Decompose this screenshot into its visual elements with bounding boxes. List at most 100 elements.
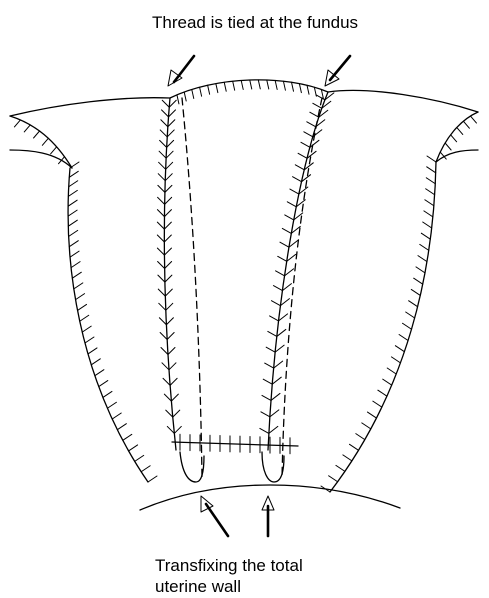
stitch-stroke — [310, 112, 319, 117]
hatch-stroke — [451, 135, 457, 142]
hatch-stroke — [51, 147, 57, 154]
left-posterior-suture-dashed — [182, 98, 202, 478]
hatch-stroke — [445, 143, 451, 150]
hatch-stroke — [68, 210, 77, 216]
hatch-stroke — [69, 181, 78, 187]
stitch-stroke — [158, 197, 165, 204]
stitch-stroke — [304, 132, 313, 137]
uterus-outline — [10, 80, 478, 116]
hatch-stroke — [135, 455, 144, 461]
hatch-stroke — [292, 82, 294, 91]
hatch-stroke — [88, 348, 97, 354]
hatch-stroke — [70, 251, 79, 257]
hatch-stroke — [463, 121, 469, 128]
stitch-stroke — [165, 289, 172, 296]
stitch-stroke — [165, 275, 172, 282]
hatch-stroke — [82, 326, 91, 332]
hatch-stroke — [349, 444, 358, 450]
stitch-stroke — [161, 120, 168, 127]
right-wall-hatching — [321, 156, 436, 492]
stitch-stroke — [158, 185, 165, 192]
stitch-stroke — [160, 140, 167, 147]
hatch-stroke — [68, 220, 77, 226]
stitch-stroke — [271, 393, 280, 400]
stitch-stroke — [170, 378, 177, 385]
hatch-stroke — [95, 370, 104, 376]
stitch-stroke — [295, 165, 304, 170]
hatch-stroke — [123, 434, 132, 440]
hatch-stroke — [343, 455, 352, 461]
hatch-stroke — [307, 85, 309, 94]
stitch-stroke — [165, 185, 172, 192]
hatch-stroke — [78, 304, 87, 310]
stitch-stroke — [160, 333, 167, 340]
hatch-stroke — [42, 138, 48, 145]
hatch-stroke — [336, 465, 345, 471]
left-tube-upper — [10, 116, 72, 168]
hatch-stroke — [70, 162, 79, 168]
hatch-stroke — [395, 346, 404, 352]
stitch-stroke — [159, 151, 166, 158]
transfixing-label-line2: uterine wall — [155, 576, 241, 597]
hatch-stroke — [383, 379, 392, 385]
hatch-stroke — [107, 402, 116, 408]
stitch-stroke — [171, 394, 178, 401]
stitch-stroke — [159, 303, 166, 310]
stitch-stroke — [167, 140, 174, 147]
stitch-stroke — [157, 222, 164, 229]
stitch-stroke — [169, 363, 176, 370]
hatch-stroke — [216, 84, 218, 93]
stitch-stroke — [167, 333, 174, 340]
hatch-stroke — [72, 272, 81, 278]
hatch-stroke — [406, 312, 415, 318]
hatch-stroke — [177, 95, 179, 104]
hatch-stroke — [34, 131, 40, 138]
arrow-right-bottom — [262, 496, 274, 536]
stitch-stroke — [164, 248, 171, 255]
hatch-stroke — [321, 89, 323, 98]
stitch-stroke — [269, 426, 278, 433]
hatch-stroke — [71, 262, 80, 268]
hatch-stroke — [14, 120, 20, 127]
fundus-label: Thread is tied at the fundus — [152, 12, 358, 33]
stitch-stroke — [270, 410, 279, 417]
hatch-stroke — [74, 283, 83, 289]
hatch-stroke — [68, 200, 77, 206]
hatch-stroke — [275, 80, 277, 89]
stitch-stroke — [270, 316, 279, 321]
hatch-stroke — [241, 80, 243, 89]
hatch-stroke — [378, 390, 387, 396]
stitch-stroke — [298, 153, 307, 158]
hatch-stroke — [420, 244, 429, 250]
stitch-stroke — [166, 151, 173, 158]
right-tube-lower — [436, 150, 478, 162]
hatch-stroke — [427, 156, 436, 162]
hatch-stroke — [409, 301, 418, 307]
uterus-right-wall — [330, 162, 436, 492]
stitch-stroke — [164, 222, 171, 229]
stitch-stroke — [173, 410, 180, 417]
hatch-stroke — [423, 222, 432, 228]
stitch-stroke — [262, 395, 271, 400]
hatch-stroke — [85, 337, 94, 343]
stitch-stroke — [158, 174, 165, 181]
horizontal-suture-line — [172, 442, 298, 446]
stitch-stroke — [157, 248, 164, 255]
stitch-stroke — [301, 142, 310, 147]
stitch-stroke — [277, 329, 286, 336]
hatch-stroke — [233, 81, 235, 90]
hatch-stroke — [426, 178, 435, 184]
hatch-stroke — [224, 82, 226, 91]
stitch-stroke — [271, 301, 280, 306]
hatch-stroke — [427, 167, 436, 173]
hatch-stroke — [267, 80, 269, 89]
arrow-right-fundus — [325, 56, 350, 86]
hatch-stroke — [200, 87, 202, 96]
hatch-stroke — [373, 401, 382, 407]
stitch-stroke — [276, 271, 285, 276]
hatch-stroke — [112, 413, 121, 419]
stitch-stroke — [168, 120, 175, 127]
stitch-stroke — [265, 363, 274, 368]
stitch-stroke — [166, 303, 173, 310]
left-suture-loop — [180, 452, 204, 482]
